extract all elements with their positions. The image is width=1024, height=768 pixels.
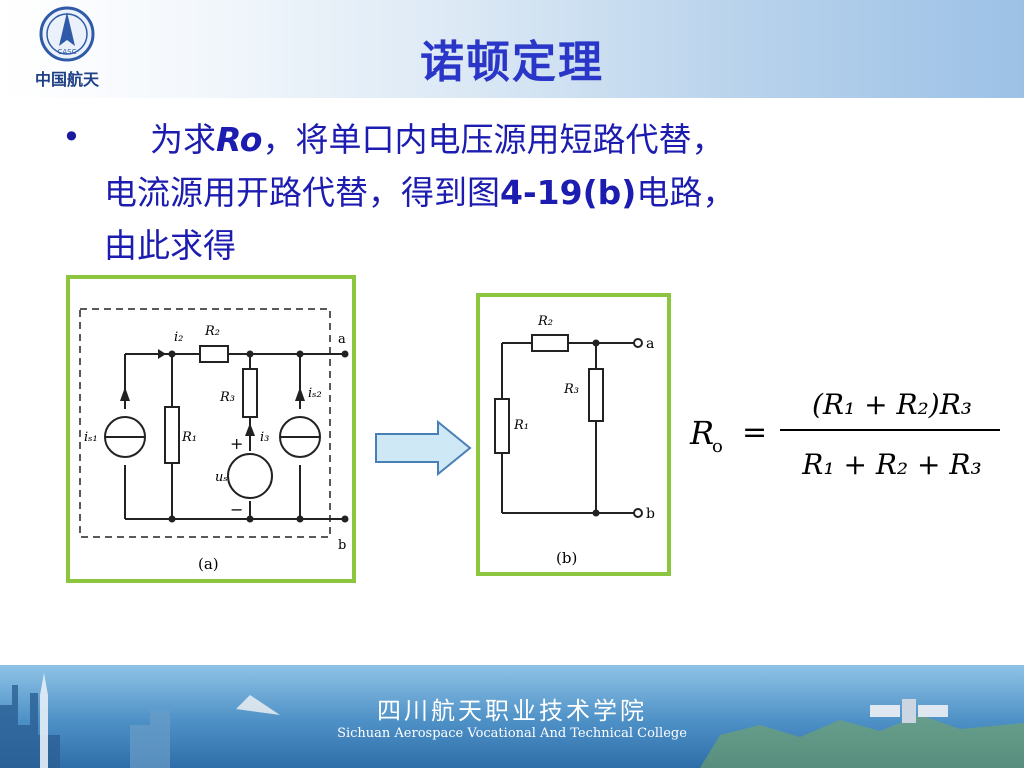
current-arrow-i2-icon — [158, 349, 166, 359]
footer-college-english: Sichuan Aerospace Vocational And Technic… — [337, 726, 687, 741]
label-r3: R₃ — [563, 382, 579, 397]
formula-numerator: (R₁ + R₂)R₃ — [812, 388, 972, 421]
dashed-boundary — [79, 308, 331, 538]
body-text-1a: 为求 — [150, 120, 216, 159]
resistor-r1 — [164, 406, 180, 464]
footer-banner: 四川航天职业技术学院 Sichuan Aerospace Vocational … — [0, 665, 1024, 768]
resistor-r3 — [242, 368, 258, 418]
body-line-1: 为求Ro，将单口内电压源用短路代替， — [104, 113, 944, 166]
terminal-a: a — [338, 332, 346, 347]
voltage-source-us — [227, 423, 273, 499]
logo-badge: CASC — [57, 48, 76, 56]
bullet-icon: • — [62, 118, 81, 156]
terminal-b: b — [646, 506, 655, 522]
label-is2: iₛ₂ — [308, 386, 322, 401]
body-text-1b: ，将单口内电压源用短路代替， — [262, 120, 725, 159]
body-ro: Ro — [216, 120, 263, 159]
label-i2: i₂ — [174, 330, 183, 345]
caption-b: (b) — [556, 549, 577, 567]
body-fig-ref: 4-19(b) — [500, 173, 637, 212]
formula-lhs-sub: o — [712, 436, 723, 457]
circuit-b-diagram: R₂ R₃ R₁ a b (b) — [494, 314, 655, 567]
formula-equals: = — [742, 415, 767, 450]
header-band — [0, 0, 1024, 98]
current-source-is2 — [279, 387, 321, 458]
formula-lhs: R — [689, 414, 714, 452]
current-source-is1 — [104, 387, 146, 458]
formula-denominator: R₁ + R₂ + R₃ — [801, 448, 981, 481]
resistor-r2 — [199, 345, 229, 363]
terminal-b: b — [338, 538, 346, 553]
footer-college-name: 四川航天职业技术学院 — [377, 697, 647, 725]
body-paragraph: 为求Ro，将单口内电压源用短路代替， 电流源用开路代替，得到图4-19(b)电路… — [104, 113, 944, 272]
circuit-a-panel: i₂ R₂ a b iₛ₁ R₁ R₃ i₃ iₛ₂ uₛ + − (a) — [66, 275, 356, 583]
missile-icon — [236, 695, 280, 715]
satellite-icon — [870, 699, 948, 723]
caption-a: (a) — [198, 555, 219, 573]
label-r1: R₁ — [181, 430, 197, 445]
label-r1: R₁ — [513, 418, 529, 433]
terminal-a: a — [646, 336, 654, 352]
casc-logo: CASC 中国航天 — [22, 6, 112, 94]
page-title: 诺顿定理 — [420, 37, 604, 88]
logo-text: 中国航天 — [34, 70, 99, 89]
circuit-a-diagram: i₂ R₂ a b iₛ₁ R₁ R₃ i₃ iₛ₂ uₛ + − (a) — [79, 308, 349, 573]
footer-scenery — [0, 673, 1024, 768]
label-is1: iₛ₁ — [84, 430, 98, 445]
label-plus: + — [230, 434, 243, 453]
rocket-icon — [40, 673, 48, 768]
label-r2: R₂ — [537, 314, 553, 329]
formula-ro: R o = (R₁ + R₂)R₃ R₁ + R₂ + R₃ — [689, 388, 1000, 481]
label-minus: − — [230, 500, 243, 519]
circuit-b-panel: R₂ R₃ R₁ a b (b) — [476, 293, 671, 576]
resistor-r3 — [588, 368, 604, 422]
body-line-3: 由此求得 — [104, 226, 236, 265]
label-r3: R₃ — [219, 390, 235, 405]
label-us: uₛ — [215, 470, 228, 485]
casc-emblem-icon: CASC — [39, 6, 95, 62]
body-text-2b: 电路， — [636, 173, 736, 212]
label-i3: i₃ — [260, 430, 269, 445]
resistor-r1 — [494, 398, 510, 454]
body-text-2a: 电流源用开路代替，得到图 — [104, 173, 500, 212]
label-r2: R₂ — [204, 324, 220, 339]
resistor-r2 — [531, 334, 569, 352]
right-arrow-icon — [375, 420, 472, 476]
body-line-2: 电流源用开路代替，得到图4-19(b)电路， — [104, 166, 944, 219]
